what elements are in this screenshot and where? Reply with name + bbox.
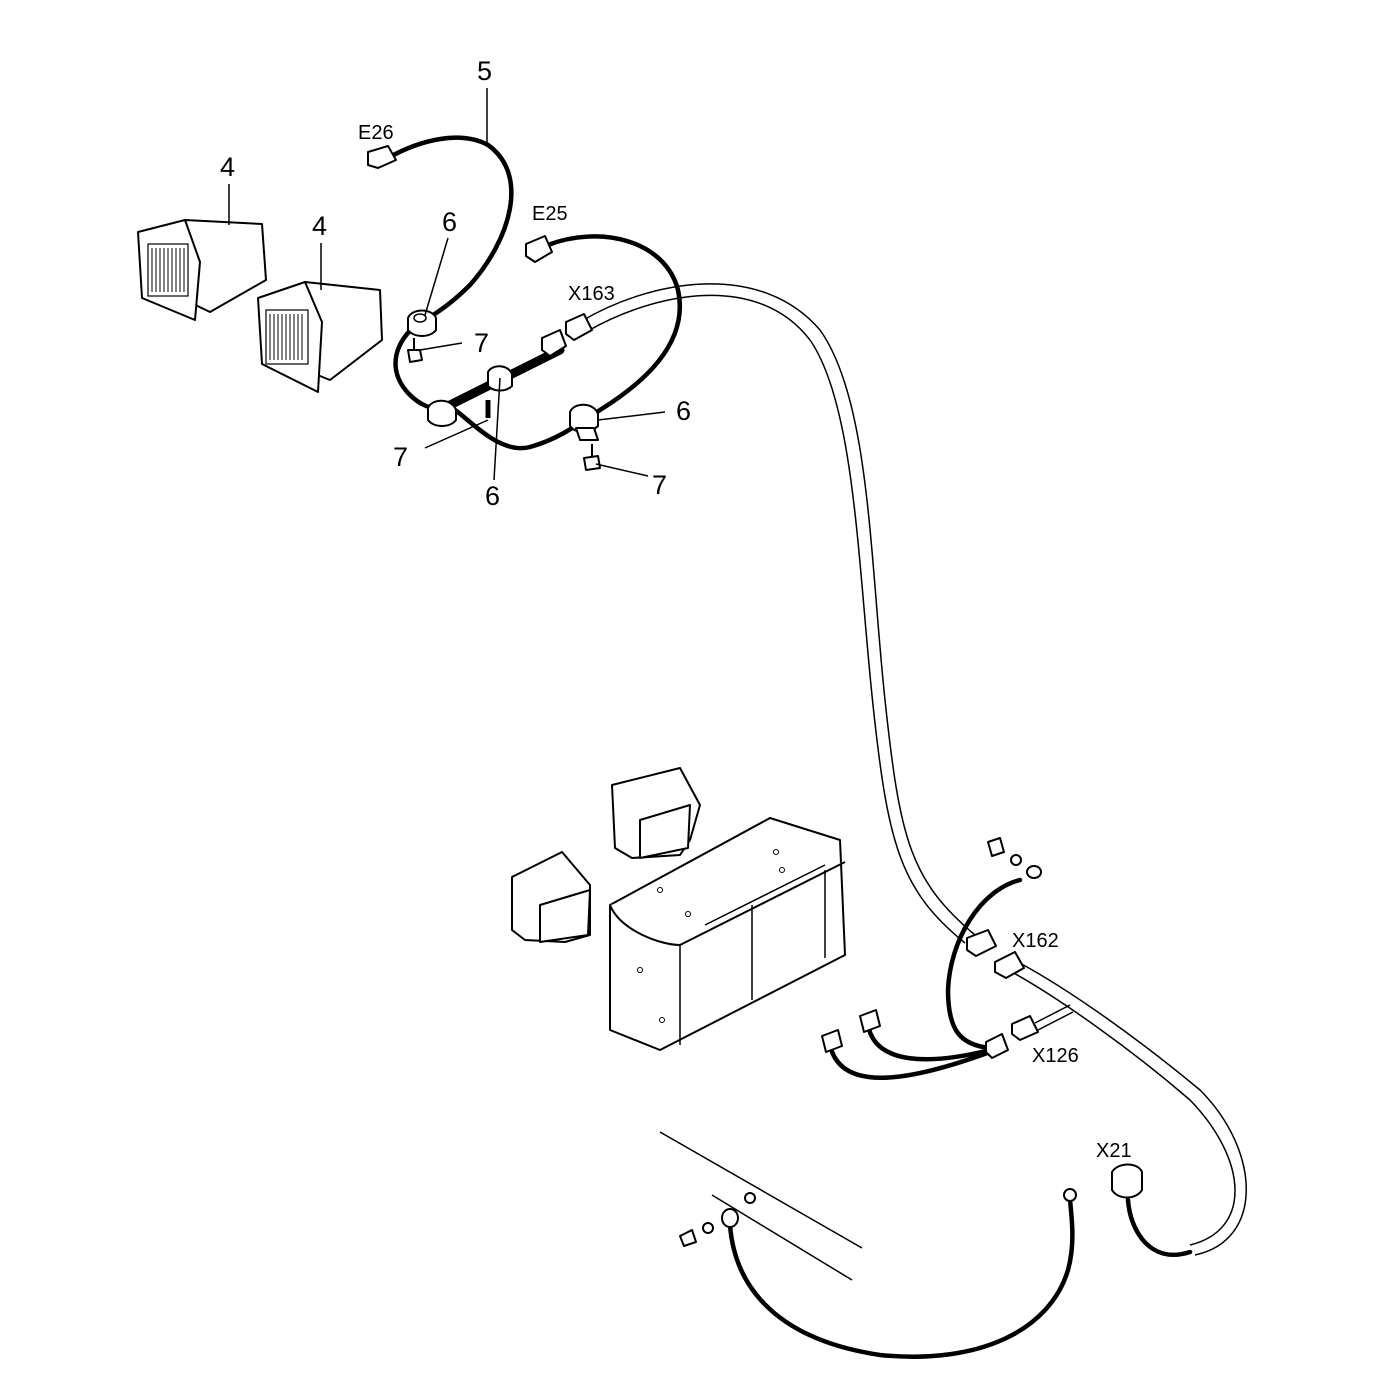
screw-bottom (583, 444, 601, 471)
connector-e26 (367, 145, 397, 169)
label-item-6-top: 6 (442, 207, 457, 237)
lead-left-a (827, 1042, 993, 1080)
harness-x163-inner (585, 294, 966, 944)
label-e26: E26 (358, 122, 394, 144)
clamp-right (569, 403, 599, 441)
harness-x162-inner (1011, 971, 1236, 1246)
connector-x163 (565, 313, 593, 341)
label-item-6-right: 6 (676, 396, 691, 426)
connector-x162 (994, 951, 1025, 979)
connector-center (985, 1033, 1009, 1059)
ground-strap-terminals (679, 1188, 1077, 1247)
clamp-top (407, 309, 437, 337)
label-item-5: 5 (477, 56, 492, 86)
connector-e25 (525, 235, 553, 263)
harness-x163-outer (579, 283, 976, 936)
lamp-housing-bracket (609, 817, 846, 1051)
label-item-6-bottom: 6 (485, 481, 500, 511)
work-lamp-right (257, 281, 383, 393)
work-lamp-left (137, 219, 267, 321)
screw-top (407, 338, 423, 363)
label-x21: X21 (1096, 1140, 1132, 1162)
label-x163: X163 (568, 283, 615, 305)
leader-lines (228, 88, 666, 481)
label-item-7-left: 7 (393, 442, 408, 472)
label-item-4-right: 4 (312, 211, 327, 241)
connector-small-a (821, 1029, 843, 1053)
lead-left-b (865, 1022, 993, 1062)
clamp-left (427, 399, 457, 427)
ground-bolt-upper (987, 837, 1042, 879)
connector-mid (541, 329, 567, 357)
label-item-4-left: 4 (220, 152, 235, 182)
square-lamp-lower (511, 851, 591, 943)
lead-x21 (1125, 1197, 1193, 1257)
label-x126: X126 (1032, 1045, 1079, 1067)
ground-strap (727, 1197, 1075, 1359)
connector-x126 (1011, 1015, 1039, 1041)
label-item-7-bottom: 7 (652, 470, 667, 500)
harness-x162-outer (1017, 961, 1247, 1256)
frame-line-upper (659, 1131, 863, 1249)
frame-line-lower (711, 1194, 853, 1281)
wire-e25 (452, 234, 682, 451)
label-item-7-top: 7 (474, 328, 489, 358)
x126-stub (1034, 1004, 1071, 1024)
wire-e26 (385, 135, 514, 325)
connector-small-b (859, 1009, 881, 1033)
ground-lead-upper (945, 877, 1023, 1051)
square-lamp-upper (611, 767, 701, 859)
connector-upper-harness-end (966, 929, 997, 957)
label-x162: X162 (1012, 930, 1059, 952)
label-e25: E25 (532, 203, 568, 225)
connector-x21 (1111, 1163, 1143, 1199)
